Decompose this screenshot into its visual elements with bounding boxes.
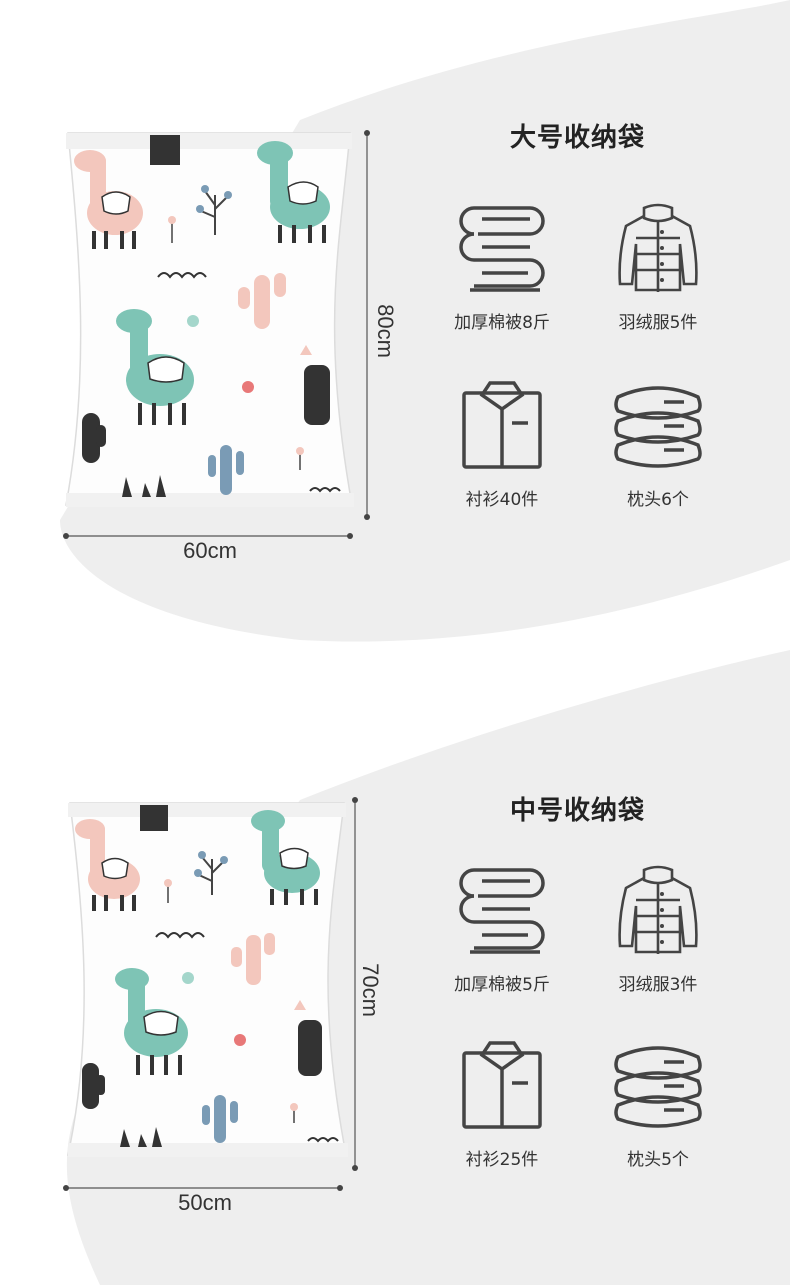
large-item-jacket-label: 羽绒服5件	[618, 313, 698, 333]
medium-bag-image	[64, 795, 354, 1170]
medium-item-shirt-label: 衬衫25件	[465, 1150, 539, 1170]
medium-height-label: 70cm	[358, 963, 383, 1017]
medium-bag-section: 50cm 70cm 中号收纳袋 加厚棉被5斤	[0, 645, 790, 1285]
large-bag-dimension-lines	[63, 130, 370, 539]
large-item-quilt: 加厚棉被8斤	[432, 198, 572, 333]
medium-item-quilt-label: 加厚棉被5斤	[454, 975, 550, 995]
medium-item-pillow: 枕头5个	[588, 1035, 728, 1170]
medium-item-pillow-label: 枕头5个	[627, 1150, 689, 1170]
shirt-icon	[462, 1041, 542, 1129]
shirt-icon	[462, 381, 542, 469]
large-item-pillow: 枕头6个	[588, 375, 728, 510]
folded-quilt-icon	[459, 206, 545, 292]
mint-llama-icon	[257, 141, 330, 243]
pillow-icon	[614, 1046, 702, 1128]
medium-item-shirt: 衬衫25件	[432, 1035, 572, 1170]
pillow-icon	[614, 386, 702, 468]
large-item-shirt-label: 衬衫40件	[465, 490, 539, 510]
pink-llama-icon	[75, 819, 140, 911]
blue-cactus-icon	[202, 1095, 238, 1143]
medium-bag-title: 中号收纳袋	[510, 796, 646, 826]
mint-llama-icon	[251, 810, 320, 905]
pink-llama-icon	[74, 150, 143, 249]
large-item-pillow-label: 枕头6个	[627, 490, 689, 510]
medium-bag-dimension-lines	[63, 797, 358, 1191]
large-bag-section: 60cm 80cm 大号收纳袋 加厚棉被8斤	[60, 123, 728, 563]
pink-cactus-icon	[231, 933, 275, 985]
mint-llama-center-icon	[115, 968, 188, 1075]
folded-quilt-icon	[459, 868, 545, 954]
medium-item-quilt: 加厚棉被5斤	[432, 860, 572, 995]
mint-llama-center-icon	[116, 309, 194, 425]
blue-cactus-icon	[208, 445, 244, 495]
medium-width-label: 50cm	[178, 1190, 232, 1215]
large-bag-title: 大号收纳袋	[510, 123, 646, 153]
medium-item-jacket-label: 羽绒服3件	[618, 975, 698, 995]
medium-item-jacket: 羽绒服3件	[588, 860, 728, 995]
pink-cactus-icon	[238, 273, 286, 329]
large-item-jacket: 羽绒服5件	[588, 198, 728, 333]
large-item-quilt-label: 加厚棉被8斤	[454, 313, 550, 333]
large-bag-image	[60, 125, 360, 525]
large-width-label: 60cm	[183, 538, 237, 563]
down-jacket-icon	[618, 865, 698, 954]
down-jacket-icon	[618, 203, 698, 292]
large-item-shirt: 衬衫40件	[432, 375, 572, 510]
large-height-label: 80cm	[373, 304, 398, 358]
